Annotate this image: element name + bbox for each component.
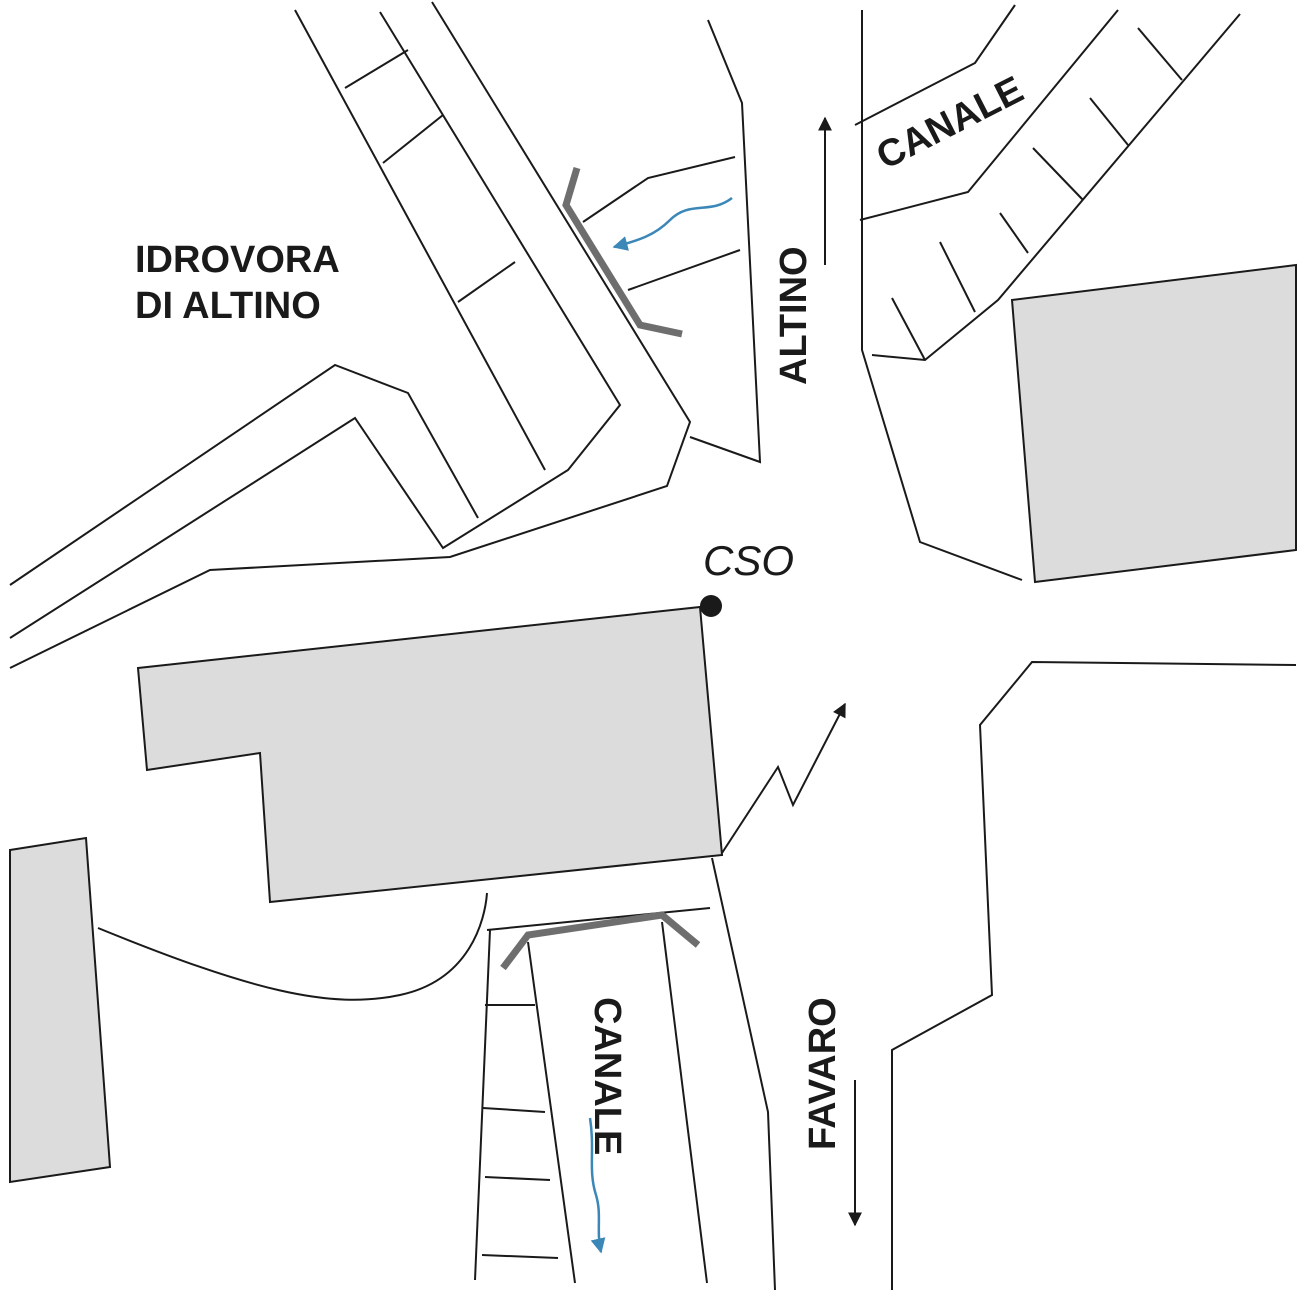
road-edge <box>689 19 762 464</box>
road-edge-east <box>891 660 1297 1290</box>
hatch <box>457 261 516 303</box>
label-pump-station: IDROVORA <box>135 239 340 281</box>
inlet-channel-top <box>582 156 736 223</box>
hatch <box>1032 147 1084 201</box>
canal-bank-a <box>294 9 546 471</box>
inlet-channel-bottom <box>627 249 741 291</box>
hatch <box>1089 97 1129 146</box>
canal-bank <box>527 941 576 1284</box>
overflow-arrow <box>721 702 846 854</box>
label-canal-bottom: CANALE <box>586 997 628 1155</box>
canal-bottom <box>474 857 862 1291</box>
hatch <box>344 49 409 89</box>
road-edge-right <box>861 10 1023 581</box>
sluice-gate-top <box>562 167 683 338</box>
canal-bank <box>661 921 708 1284</box>
label-cso: CSO <box>703 537 794 584</box>
road-edge <box>711 857 776 1291</box>
cso-point <box>700 595 722 617</box>
bank-outline <box>9 363 479 586</box>
pump-station-canal <box>9 1 762 669</box>
hatch <box>382 114 444 164</box>
water-flow-arrow-top <box>612 196 733 251</box>
label-road-altino: ALTINO <box>773 246 815 385</box>
canal-bank <box>854 4 1016 126</box>
canal-bank <box>859 9 1119 221</box>
canal-bank-c <box>9 1 692 669</box>
building-right <box>1010 263 1297 584</box>
hatch <box>999 212 1029 254</box>
label-road-favaro: FAVARO <box>802 997 844 1150</box>
bridge-line <box>486 907 711 931</box>
hatch <box>939 241 976 313</box>
sluice-gate-bottom <box>500 911 701 971</box>
building-center <box>136 605 724 904</box>
hatch <box>891 297 926 361</box>
canal-bank <box>871 13 1241 362</box>
hatch <box>1137 27 1183 81</box>
hatch <box>482 1107 546 1113</box>
path-curve <box>97 892 488 1001</box>
hatch <box>481 1254 559 1259</box>
water-flow-arrow-bottom <box>588 1117 606 1254</box>
canal-bank-b <box>9 11 622 639</box>
label-canal-top: CANALE <box>870 69 1030 178</box>
building-left <box>9 836 112 1184</box>
hatch <box>484 1176 551 1181</box>
canal-bank <box>474 929 491 1281</box>
label-pump-station-2: DI ALTINO <box>135 285 321 327</box>
canal-top-right <box>818 4 1297 584</box>
